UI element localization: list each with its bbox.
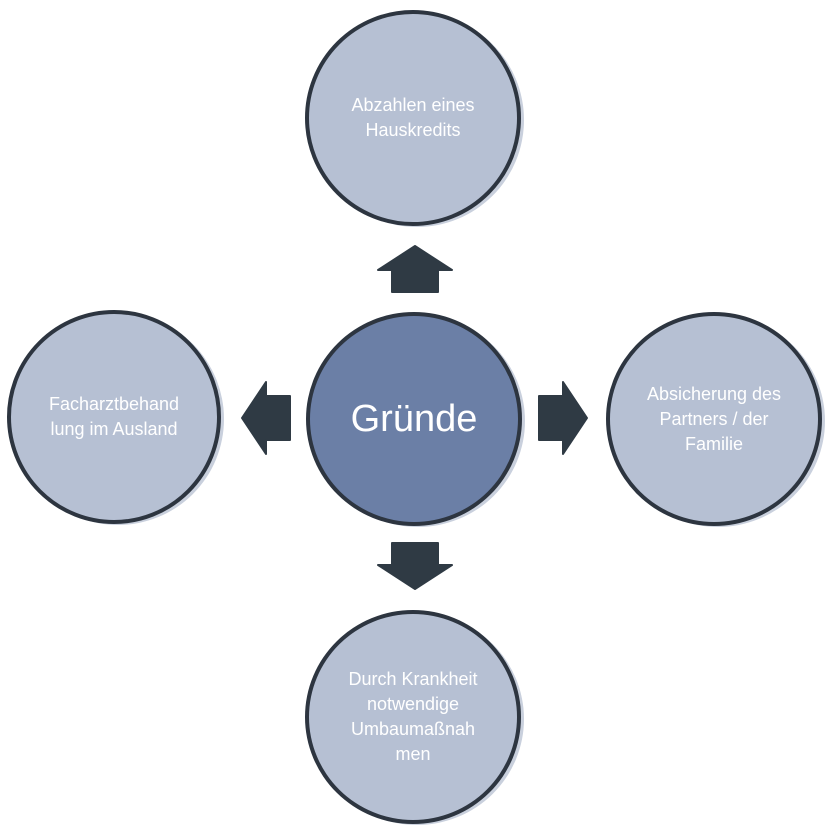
node-center-label: Gründe xyxy=(350,398,478,440)
node-bottom: Durch Krankheit notwendige Umbaumaßnah m… xyxy=(305,610,521,824)
node-top-label: Abzahlen eines Hauskredits xyxy=(351,95,475,140)
arrow-right-icon xyxy=(538,381,588,455)
arrow-down-icon xyxy=(377,542,453,590)
node-bottom-label: Durch Krankheit notwendige Umbaumaßnah m… xyxy=(348,669,478,764)
arrow-left-icon xyxy=(241,381,291,455)
node-left-label: Facharztbehand lung im Ausland xyxy=(48,394,180,439)
node-left: Facharztbehand lung im Ausland xyxy=(7,310,221,524)
arrow-up-icon xyxy=(377,245,453,293)
node-top: Abzahlen eines Hauskredits xyxy=(305,10,521,226)
node-right: Absicherung des Partners / der Familie xyxy=(606,312,822,526)
node-center: Gründe xyxy=(306,312,522,526)
node-right-label: Absicherung des Partners / der Familie xyxy=(646,383,782,454)
